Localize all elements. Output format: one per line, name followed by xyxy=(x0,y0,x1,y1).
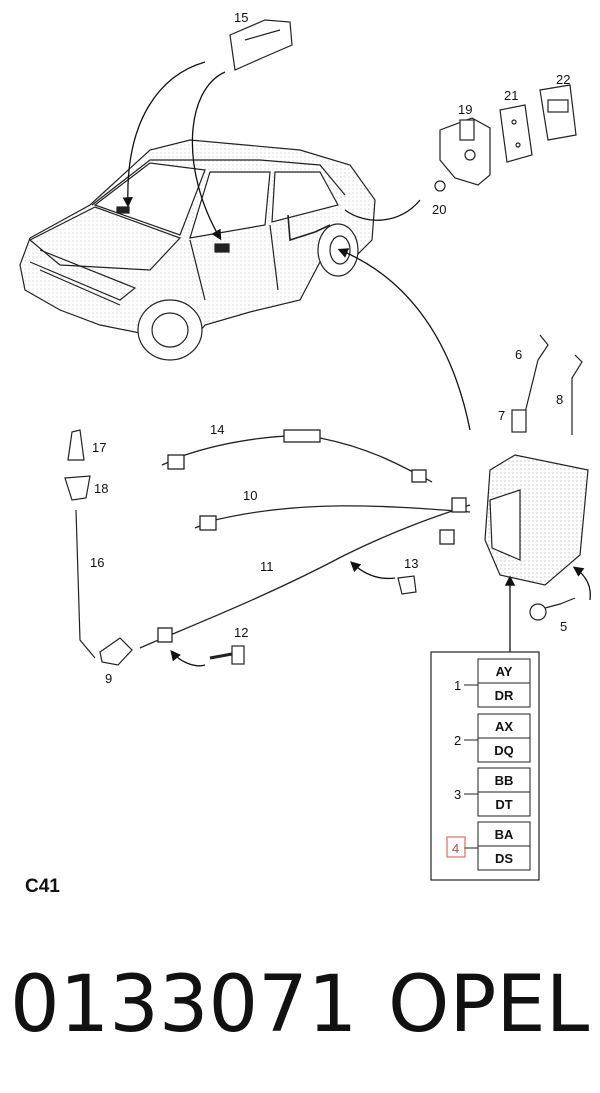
variant-code: DQ xyxy=(494,743,514,758)
brand-name: OPEL xyxy=(388,960,590,1050)
variant-index-4: 4 xyxy=(452,841,459,856)
variant-highlight-box xyxy=(446,836,466,858)
callout-5: 5 xyxy=(560,619,567,634)
parts xyxy=(64,19,589,666)
cables xyxy=(139,429,471,649)
variant-code: AX xyxy=(495,719,513,734)
callout-labels: 15 19 21 22 20 6 7 8 14 17 18 10 16 11 1… xyxy=(90,10,570,686)
callout-18: 18 xyxy=(94,481,108,496)
variant-index-1: 1 xyxy=(454,678,461,693)
parts-diagram: 15 19 21 22 20 6 7 8 14 17 18 10 16 11 1… xyxy=(19,10,591,881)
pointer-arrows xyxy=(122,61,591,667)
callout-16: 16 xyxy=(90,555,104,570)
part-number: 0133071 xyxy=(10,960,358,1050)
variant-index-3: 3 xyxy=(454,787,461,802)
car-illustration xyxy=(19,139,376,361)
callout-11: 11 xyxy=(260,559,274,574)
callout-6: 6 xyxy=(515,347,522,362)
variant-code: BA xyxy=(495,827,514,842)
callout-12: 12 xyxy=(234,625,248,640)
callout-8: 8 xyxy=(556,392,563,407)
callout-17: 17 xyxy=(92,440,106,455)
variant-code: AY xyxy=(496,664,513,679)
variant-table: 1 AY DR 2 AX DQ 3 BB DT 4 BA DS xyxy=(430,651,540,881)
variant-code: DR xyxy=(495,688,514,703)
callout-15: 15 xyxy=(234,10,248,25)
callout-21: 21 xyxy=(504,88,518,103)
callout-13: 13 xyxy=(404,556,418,571)
variant-code: BB xyxy=(495,773,514,788)
callout-14: 14 xyxy=(210,422,224,437)
sheet-code: C41 xyxy=(25,876,60,897)
footer: 0133071 OPEL xyxy=(10,950,590,1060)
variant-index-2: 2 xyxy=(454,733,461,748)
callout-19: 19 xyxy=(458,102,472,117)
callout-9: 9 xyxy=(105,671,112,686)
variant-code: DS xyxy=(495,851,513,866)
callout-7: 7 xyxy=(498,408,505,423)
callout-22: 22 xyxy=(556,72,570,87)
callout-10: 10 xyxy=(243,488,257,503)
callout-20: 20 xyxy=(432,202,446,217)
variant-code: DT xyxy=(495,797,512,812)
